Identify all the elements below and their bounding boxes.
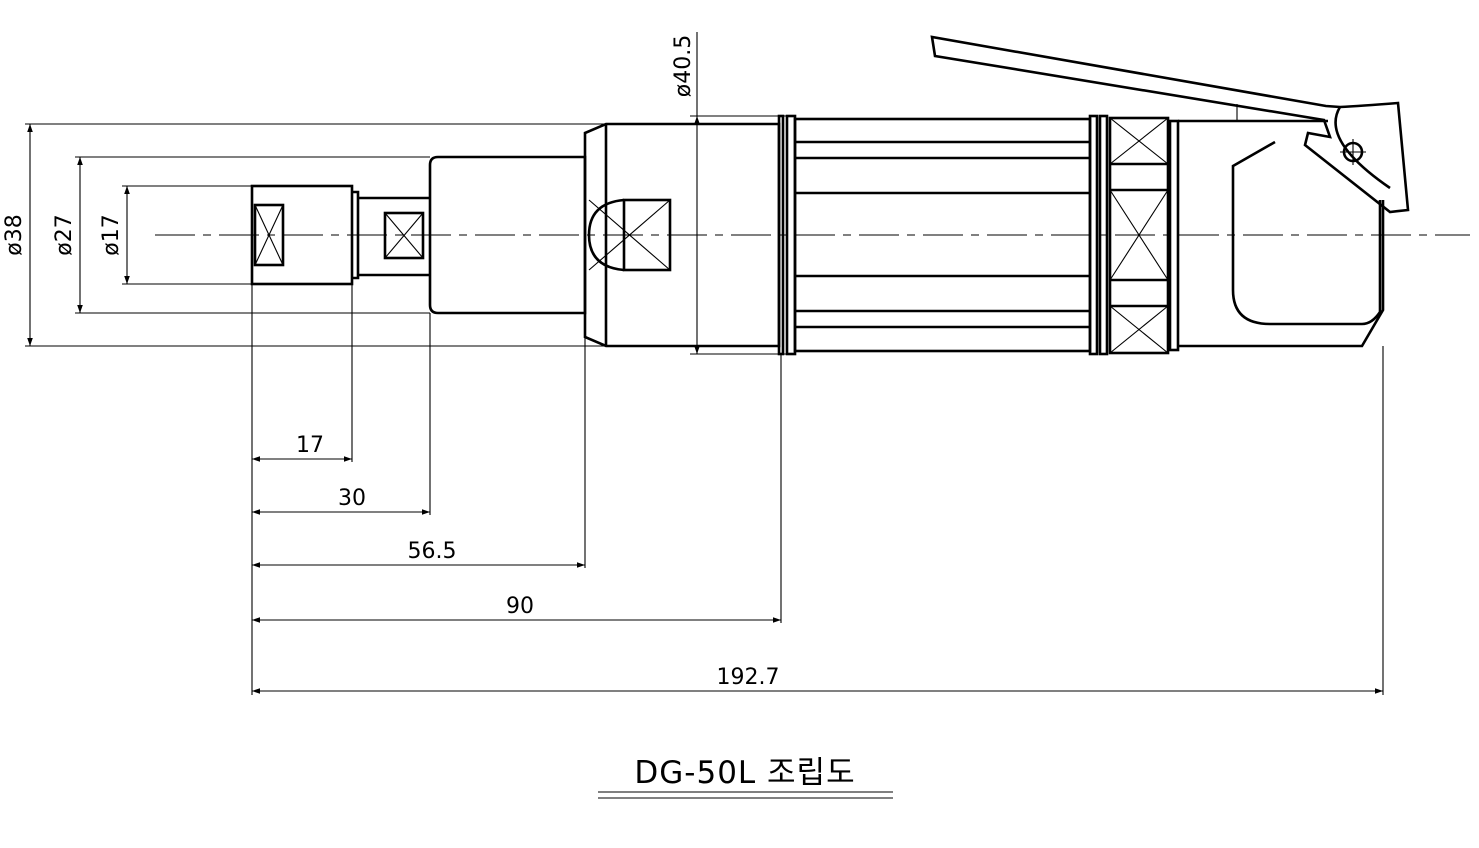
dim-d40-5-label: ø40.5 (671, 35, 696, 97)
extension-lines-bottom (251, 284, 1384, 695)
dim-length-90-label: 90 (506, 594, 534, 619)
dim-d38: ø38 (2, 124, 33, 346)
spindle-neck (352, 190, 430, 280)
dim-length-192-7: 192.7 (252, 665, 1383, 694)
dim-length-30-label: 30 (338, 486, 366, 511)
drawing-title: DG-50L 조립도 (598, 755, 893, 799)
rear-housing (1178, 104, 1385, 348)
grip-ring (1108, 116, 1180, 355)
dim-length-30: 30 (252, 486, 430, 515)
dim-d17-label: ø17 (99, 214, 124, 255)
collet-nut (250, 184, 354, 286)
dim-d40-5: ø40.5 (671, 32, 787, 355)
dim-length-17-label: 17 (296, 433, 324, 458)
dim-length-56-5: 56.5 (252, 539, 585, 568)
dim-d17: ø17 (99, 186, 130, 284)
dim-length-192-7-label: 192.7 (717, 665, 780, 690)
dim-d38-label: ø38 (2, 214, 27, 255)
dim-d27-label: ø27 (52, 214, 77, 255)
dim-length-90: 90 (252, 594, 781, 623)
dim-length-56-5-label: 56.5 (408, 539, 457, 564)
dim-d27: ø27 (52, 157, 83, 313)
drawing-title-text: DG-50L 조립도 (634, 755, 855, 791)
motor-body (777, 114, 1109, 356)
throttle-lever (930, 35, 1410, 214)
dim-length-17: 17 (252, 433, 352, 462)
